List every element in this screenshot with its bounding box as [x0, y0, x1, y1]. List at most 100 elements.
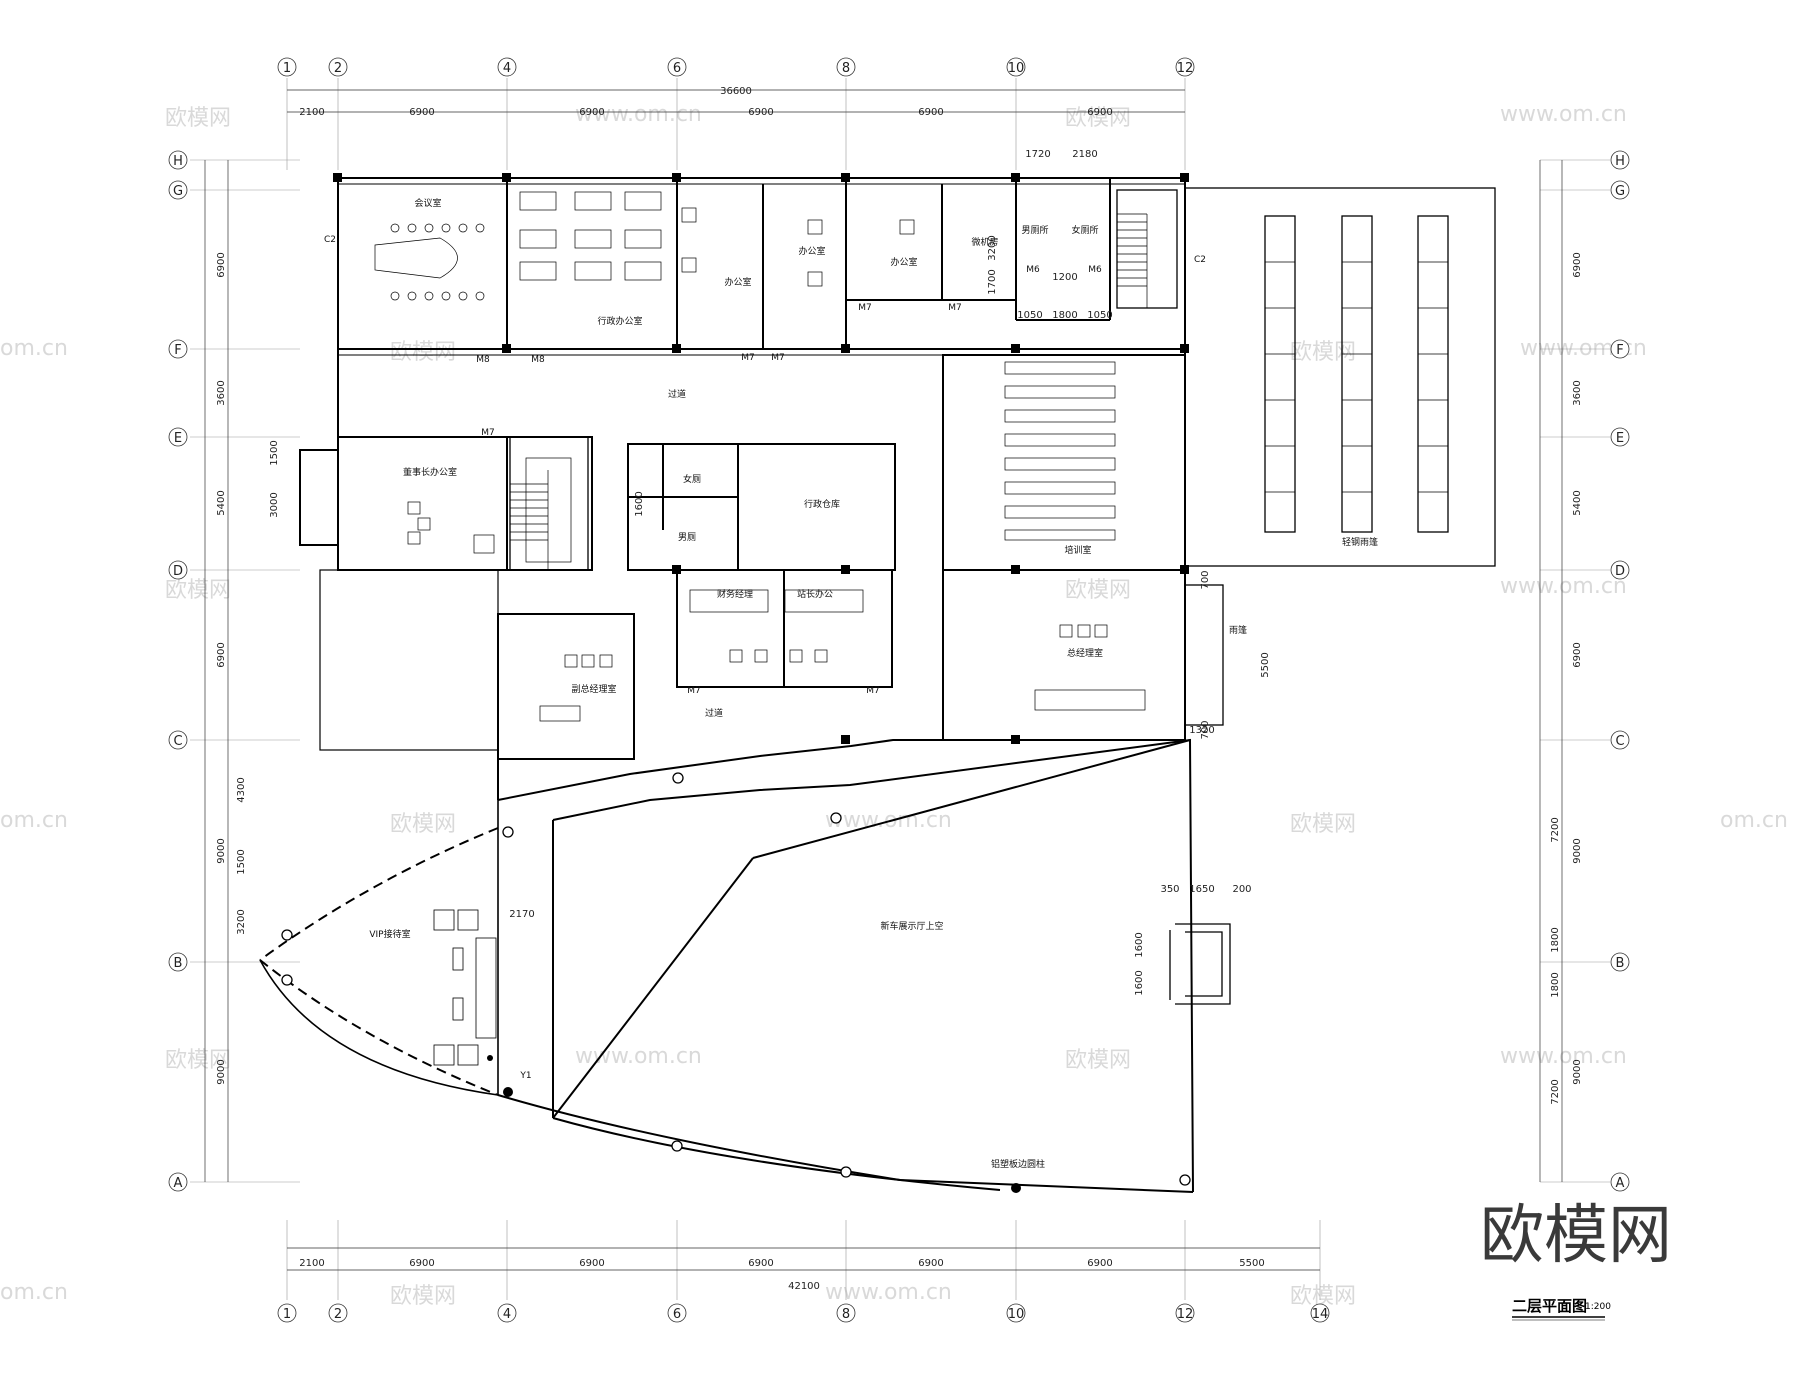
axis-label-top: 6	[673, 61, 681, 76]
watermark-text: 欧模网	[165, 106, 231, 131]
structural-columns	[333, 173, 1189, 744]
door-tag: M7	[687, 686, 701, 696]
watermark-url: om.cn	[1720, 808, 1788, 833]
dim-right: 9000	[1572, 1059, 1583, 1084]
dim-left-inner: 1500	[236, 849, 247, 874]
room-label-column-note: 铝塑板边圆柱	[991, 1158, 1045, 1170]
axis-label-right: F	[1616, 343, 1623, 358]
canopy-bars	[1265, 261, 1448, 493]
dim-left: 3600	[216, 380, 227, 405]
dim-bottom: 6900	[918, 1258, 943, 1269]
dim-right: 3600	[1572, 380, 1583, 405]
dim-wc: 1050	[1087, 310, 1112, 321]
stair-main	[1116, 189, 1178, 309]
watermark-text: 欧模网	[390, 340, 456, 365]
axis-label-left: B	[174, 956, 183, 971]
dim-misc: 350	[1160, 884, 1179, 895]
door-tag: Y1	[519, 1071, 531, 1081]
room-label-office: 办公室	[890, 256, 917, 268]
black-columns	[487, 1055, 1021, 1193]
watermark-url: om.cn	[0, 336, 68, 361]
door-tag: M7	[866, 686, 880, 696]
misc-dimensions: 1720 2180 1050 1800 1050 1200 2170 350 1…	[269, 149, 1271, 996]
dim-left-inner: 4300	[236, 777, 247, 802]
dim-misc: 1650	[1189, 884, 1214, 895]
dim-total-bottom: 42100	[788, 1281, 820, 1292]
axis-labels: 1 2 4 6 8 10 12 1 2 4 6 8 10 12 14 H G F…	[173, 61, 1625, 1322]
axis-label-left: E	[174, 431, 182, 446]
dim-misc: 200	[1232, 884, 1251, 895]
watermark-url: om.cn	[0, 1280, 68, 1305]
dim-misc: 700	[1200, 570, 1211, 589]
dim-bottom: 6900	[409, 1258, 434, 1269]
watermark-layer: 欧模网 www.om.cn 欧模网 www.om.cn om.cn 欧模网 欧模…	[0, 102, 1788, 1309]
watermark-url: www.om.cn	[825, 1280, 952, 1305]
dim-top: 6900	[1087, 107, 1112, 118]
axis-label-top: 2	[334, 61, 342, 76]
dim-misc: 1600	[1134, 932, 1145, 957]
dim-right: 6900	[1572, 252, 1583, 277]
axis-label-bottom: 4	[503, 1307, 511, 1322]
axis-label-top: 10	[1008, 61, 1025, 76]
door-tag: M7	[858, 303, 872, 313]
axis-label-right: C	[1615, 734, 1624, 749]
door-tag: M7	[948, 303, 962, 313]
training-seats	[1004, 361, 1116, 541]
room-label-gm: 总经理室	[1067, 647, 1103, 659]
dim-right-inner: 1800	[1550, 927, 1561, 952]
watermark-text: 欧模网	[1290, 812, 1356, 837]
room-label-deputy-gm: 副总经理室	[571, 683, 616, 695]
dim-top: 6900	[748, 107, 773, 118]
room-label-womens-wc: 女厕所	[1071, 224, 1098, 236]
axis-label-top: 4	[503, 61, 511, 76]
watermark-url: www.om.cn	[575, 102, 702, 127]
room-label-admin-office: 行政办公室	[597, 315, 642, 327]
dim-misc: 3200	[987, 235, 998, 260]
chairs	[407, 501, 1108, 668]
dim-left: 9000	[216, 838, 227, 863]
dim-left: 9000	[216, 1059, 227, 1084]
room-label-rain-canopy: 雨篷	[1229, 624, 1247, 636]
brand-watermark: 欧模网	[1480, 1199, 1672, 1273]
axis-label-right: H	[1615, 154, 1625, 169]
room-label-male-wc: 男厕	[678, 532, 696, 543]
door-tag: M7	[741, 353, 755, 363]
dim-misc: 3000	[269, 492, 280, 517]
dim-right: 6900	[1572, 642, 1583, 667]
dim-misc: 1320	[1189, 725, 1214, 736]
room-label-office: 办公室	[724, 276, 751, 288]
door-tag: M6	[1026, 265, 1040, 275]
dim-right-inner: 7200	[1550, 1079, 1561, 1104]
axis-label-bottom: 14	[1312, 1307, 1329, 1322]
dim-misc: 2170	[509, 909, 534, 920]
door-tag: M7	[481, 428, 495, 438]
dim-wc: 2180	[1072, 149, 1097, 160]
room-label-station-head: 站长办公	[797, 588, 833, 600]
dim-wc: 1800	[1052, 310, 1077, 321]
dim-misc: 700	[1200, 720, 1211, 739]
door-tags: M8 M8 M7 M7 M7 M7 M6 M6 M7 M7 M7 Y1 C2 C…	[324, 235, 1206, 1081]
axis-label-bottom: 10	[1008, 1307, 1025, 1322]
dim-right-inner: 1800	[1550, 972, 1561, 997]
dim-bottom: 6900	[1087, 1258, 1112, 1269]
watermark-url: www.om.cn	[1500, 574, 1627, 599]
dim-right-inner: 7200	[1550, 817, 1561, 842]
building-walls	[299, 177, 1194, 1193]
room-label-finance: 财务经理	[717, 588, 753, 600]
room-label-office: 办公室	[798, 245, 825, 257]
dim-top: 6900	[409, 107, 434, 118]
room-label-female-wc: 女厕	[683, 473, 701, 485]
door-tag: M8	[476, 355, 490, 365]
axis-label-top: 1	[283, 61, 291, 76]
watermark-text: 欧模网	[1065, 578, 1131, 603]
axis-label-right: G	[1615, 184, 1625, 199]
watermark-url: www.om.cn	[1500, 102, 1627, 127]
room-label-meeting: 会议室	[414, 197, 441, 209]
axis-label-left: H	[173, 154, 183, 169]
watermark-url: om.cn	[0, 808, 68, 833]
watermark-text: 欧模网	[1290, 340, 1356, 365]
room-label-canopy: 轻钢雨篷	[1342, 536, 1378, 548]
office-desks	[473, 191, 1146, 722]
room-label-chairman: 董事长办公室	[403, 466, 457, 478]
